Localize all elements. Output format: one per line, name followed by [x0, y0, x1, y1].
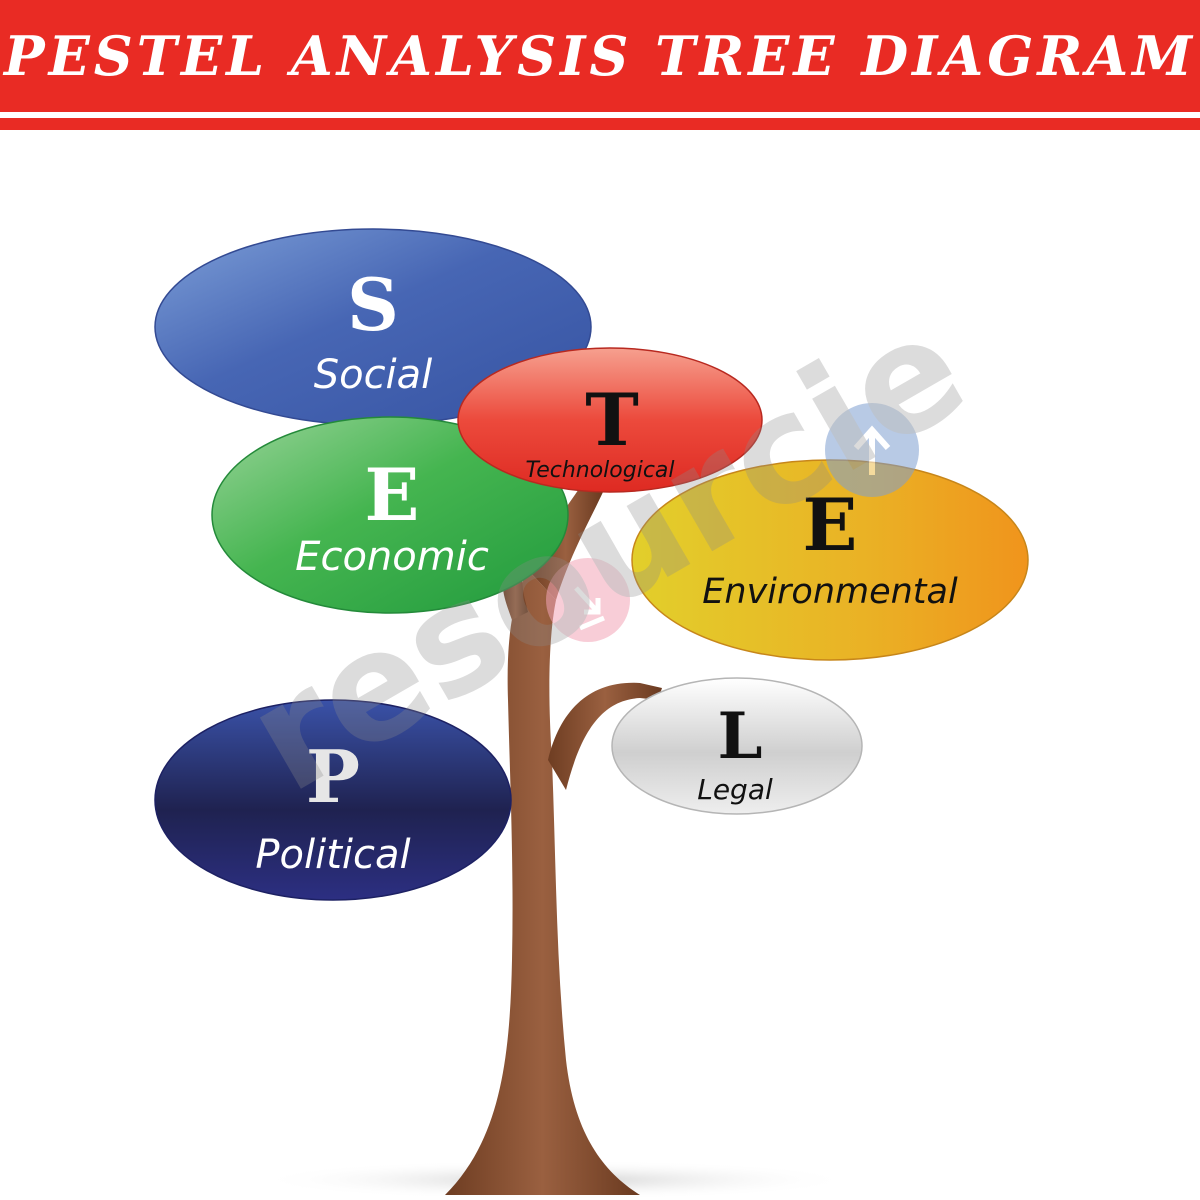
title-banner-stripe	[0, 118, 1200, 130]
watermark-arrow-down-glyph	[574, 586, 605, 631]
factor-technological: T Technological	[457, 347, 763, 493]
economic-ellipse	[211, 416, 569, 614]
technological-label: Technological	[525, 458, 674, 483]
factor-legal: L Legal	[611, 677, 863, 815]
technological-letter: T	[585, 377, 639, 462]
factor-social: S Social	[154, 228, 592, 426]
social-label: Social	[314, 352, 433, 398]
environmental-label: Environmental	[702, 572, 958, 612]
watermark-arrow-up-glyph	[853, 425, 891, 475]
economic-letter: E	[365, 452, 420, 537]
factor-environmental: E Environmental	[631, 459, 1029, 661]
legal-ellipse	[611, 677, 863, 815]
environmental-letter: E	[803, 482, 858, 567]
branch-technological	[528, 480, 603, 600]
diagram-title: PESTEL ANALYSIS TREE DIAGRAM	[4, 24, 1196, 88]
factor-economic: E Economic	[211, 416, 569, 614]
economic-label: Economic	[295, 534, 489, 580]
factor-political: P Political	[154, 699, 512, 901]
political-letter: P	[306, 734, 360, 819]
legal-label: Legal	[697, 773, 773, 806]
political-ellipse	[154, 699, 512, 901]
trunk-main	[445, 570, 640, 1195]
political-label: Political	[255, 832, 410, 878]
social-letter: S	[347, 262, 399, 347]
title-banner	[0, 0, 1200, 112]
branch-legal	[548, 682, 662, 790]
legal-letter: L	[718, 699, 763, 774]
technological-ellipse	[457, 347, 763, 493]
